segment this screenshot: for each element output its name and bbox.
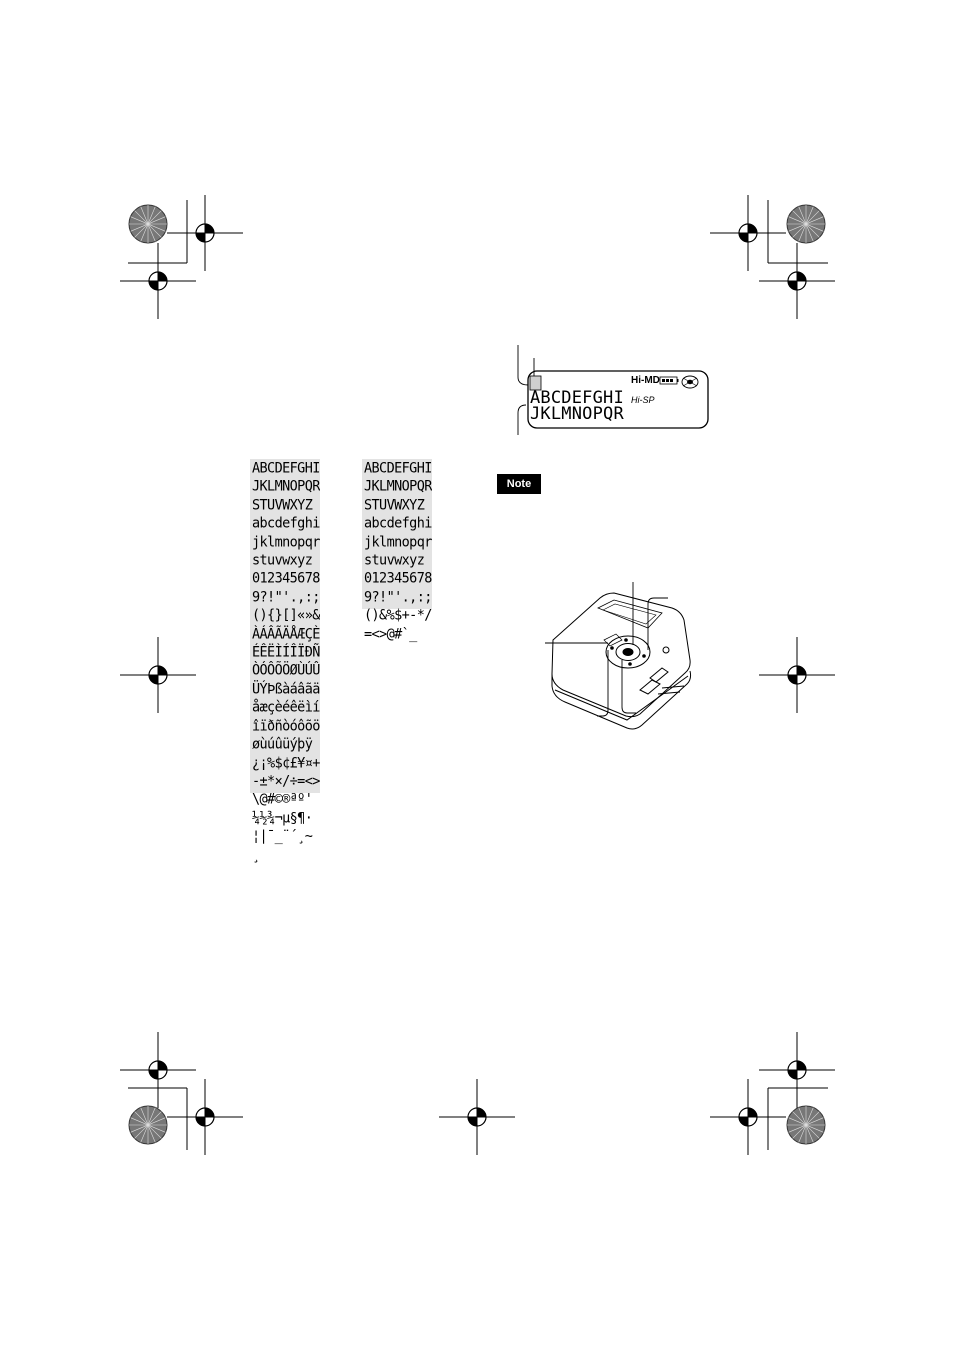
character-row: 9?!"'.,:; <box>364 588 432 606</box>
character-row: 012345678 <box>364 570 432 588</box>
character-row: ABCDEFGHI <box>364 460 432 477</box>
character-row: (){}[]«»& <box>252 607 320 625</box>
character-row: \@#©®ªº' <box>252 791 313 809</box>
character-row: =<>@#`_ <box>364 625 417 643</box>
lcd-display-illustration: Hi-MD ABCDEFGHI Hi-SP JKLMNOPQR <box>510 345 710 435</box>
character-row: ¦|¯_¨´¸~ <box>252 828 313 845</box>
character-row: jklmnopqr <box>252 533 320 551</box>
character-row: ¸ <box>252 846 260 864</box>
character-row: ÉÊËÌÍÎÏÐÑ <box>252 644 320 661</box>
character-row: STUVWXYZ <box>252 496 313 514</box>
character-row: stuvwxyz <box>364 552 425 569</box>
lcd-line-1: ABCDEFGHI <box>530 388 624 408</box>
character-row: JKLMNOPQR <box>364 478 432 496</box>
character-row: ÜÝÞßàáâãä <box>252 680 320 698</box>
lcd-logo: Hi-MD <box>631 375 660 386</box>
lcd-mode: Hi-SP <box>631 395 655 405</box>
note-label: Note <box>497 474 541 494</box>
character-row: ()&%$+-*/ <box>364 607 432 625</box>
character-row: øùúûüýþÿ <box>252 736 313 753</box>
character-row: stuvwxyz <box>252 552 313 569</box>
character-row: 012345678 <box>252 570 320 588</box>
character-row: 9?!"'.,:; <box>252 588 320 606</box>
character-row: STUVWXYZ <box>364 496 425 514</box>
character-row: åæçèéêëìí <box>252 699 320 717</box>
disc-icon <box>681 375 699 389</box>
character-row: ÀÁÂÃÄÅÆÇÈ <box>252 625 320 643</box>
character-row: îïðñòóôõö <box>252 717 320 735</box>
character-row: JKLMNOPQR <box>252 478 320 496</box>
character-row: abcdefghi <box>364 515 432 533</box>
character-row: ABCDEFGHI <box>252 460 320 477</box>
character-row: -±*×/÷=<> <box>252 772 320 790</box>
character-row: abcdefghi <box>252 515 320 533</box>
character-row: ¼½¾¬µ§¶· <box>252 809 313 827</box>
lcd-frame <box>517 345 709 435</box>
character-row: jklmnopqr <box>364 533 432 551</box>
lcd-line-2: JKLMNOPQR <box>530 404 624 424</box>
character-row: ÒÓÔÕÖØÙÚÛ <box>252 662 320 680</box>
character-row: ¿¡%$¢£¥¤+ <box>252 754 320 772</box>
battery-icon <box>659 376 679 385</box>
